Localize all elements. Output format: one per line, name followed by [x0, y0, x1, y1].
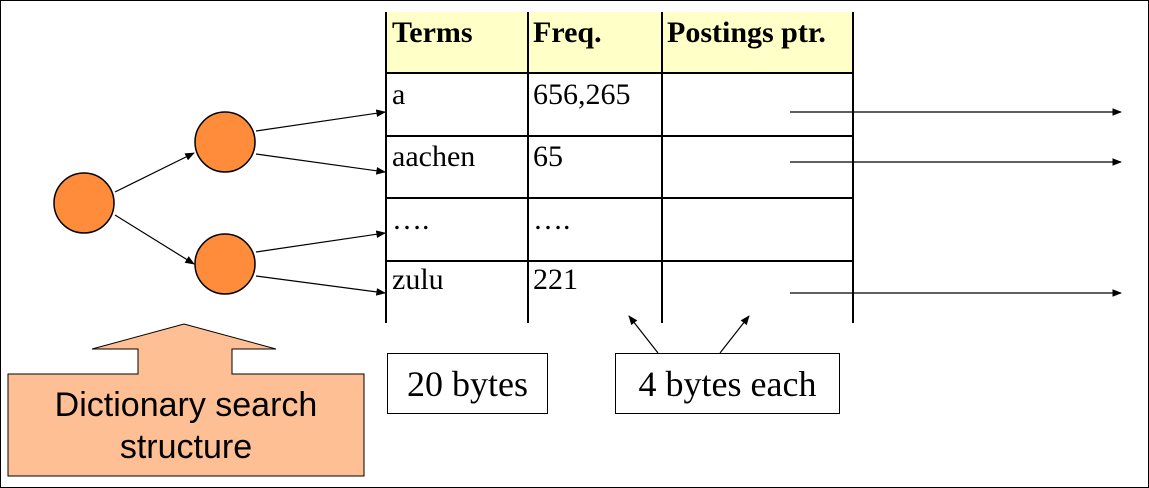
row-term-zulu: zulu	[392, 263, 444, 296]
tree-edge-lower-dots	[255, 230, 386, 253]
row-freq-aachen: 65	[533, 140, 563, 173]
row-freq-zulu: 221	[533, 263, 578, 296]
header-freq: Freq.	[533, 16, 602, 49]
size-arrow-freq	[628, 315, 659, 354]
search-structure-label: Dictionary search structure	[8, 384, 364, 468]
tree-node-root	[53, 172, 115, 234]
term-size-label: 20 bytes	[407, 363, 528, 404]
tree-edge-upper-a	[255, 109, 386, 132]
term-size-box: 20 bytes	[387, 353, 548, 414]
search-structure-line-1: Dictionary search	[54, 386, 318, 424]
tree-node-upper	[194, 111, 256, 173]
search-structure-callout-shape	[7, 323, 365, 477]
tree-edge-lower-zulu	[255, 275, 386, 296]
tree-edge-root-upper	[114, 152, 195, 193]
field-size-box: 4 bytes each	[615, 353, 840, 414]
table-header-fill	[386, 12, 853, 73]
header-terms: Terms	[392, 16, 473, 49]
row-freq-ellipsis: ….	[533, 203, 571, 236]
tree-edge-root-lower	[114, 214, 195, 265]
tree-node-lower	[194, 233, 256, 295]
header-postings-ptr: Postings ptr.	[667, 16, 826, 49]
tree-edge-upper-aachen	[255, 153, 386, 175]
row-term-ellipsis: ….	[392, 203, 430, 236]
row-term-aachen: aachen	[392, 140, 476, 173]
row-term-a: a	[392, 78, 406, 111]
field-size-label: 4 bytes each	[638, 363, 817, 404]
size-arrow-ptr	[719, 315, 750, 354]
row-freq-a: 656,265	[533, 78, 631, 111]
search-structure-line-2: structure	[119, 428, 253, 466]
